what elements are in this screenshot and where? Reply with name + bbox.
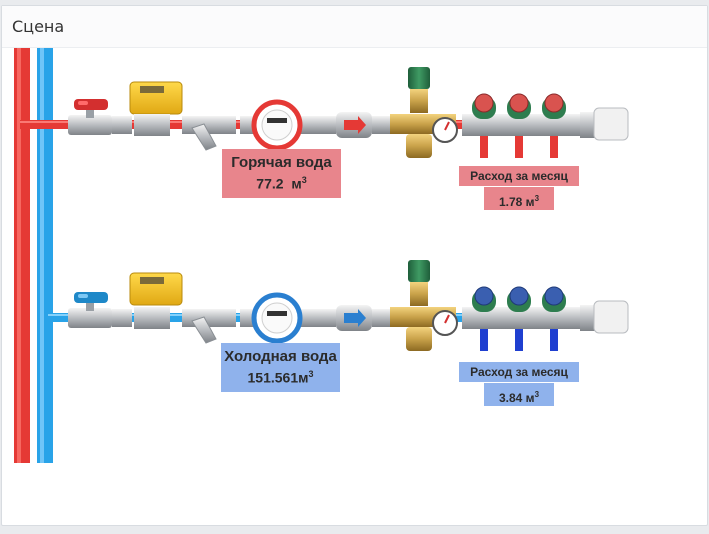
hot-water-reading: Горячая вода 77.2 м3: [222, 149, 341, 198]
hot-monthly-value: 1.78: [498, 195, 523, 209]
ball-valve-icon[interactable]: [68, 292, 112, 328]
ball-valve-icon[interactable]: [68, 99, 112, 135]
cold-monthly-label-box: Расход за месяц: [459, 362, 579, 382]
manifold-icon: [462, 93, 629, 158]
hot-water-value-row: 77.2 м3: [222, 175, 341, 192]
hot-water-unit-sup: 3: [301, 175, 307, 185]
cold-monthly-value-box: 3.84 м3: [484, 383, 554, 406]
actuator-icon[interactable]: [129, 81, 183, 136]
hot-water-name: Горячая вода: [231, 154, 332, 171]
cold-water-unit: м: [298, 369, 309, 386]
cold-water-value-row: 151.561м3: [221, 369, 340, 386]
cold-line: [48, 260, 629, 351]
panel-header: Сцена: [2, 6, 707, 48]
water-meter-icon: [240, 99, 314, 151]
cold-water-unit-sup: 3: [308, 369, 314, 379]
manifold-icon: [462, 286, 629, 351]
pressure-reducer-icon: [390, 260, 458, 351]
check-valve-icon: [314, 112, 390, 138]
hot-water-value: 77.2: [256, 175, 284, 192]
cold-riser-pipe: [37, 48, 53, 463]
strainer-filter-icon: [182, 116, 236, 151]
actuator-icon[interactable]: [129, 272, 183, 329]
hot-monthly-label: Расход за месяц: [470, 169, 568, 183]
hot-water-unit: м: [291, 175, 302, 192]
cold-monthly-label: Расход за месяц: [470, 365, 568, 379]
cold-monthly-unit-sup: 3: [534, 390, 540, 399]
hot-riser-pipe: [14, 48, 30, 463]
cold-water-name: Холодная вода: [224, 348, 337, 365]
cold-monthly-value: 3.84: [498, 391, 523, 405]
scene-panel: Сцена: [1, 5, 708, 526]
hot-monthly-unit: м: [525, 195, 535, 209]
cold-water-value: 151.561: [247, 369, 299, 386]
cold-water-reading: Холодная вода 151.561м3: [221, 343, 340, 392]
hot-monthly-value-box: 1.78 м3: [484, 187, 554, 210]
panel-title: Сцена: [12, 17, 65, 36]
water-meter-icon: [240, 292, 314, 344]
hot-monthly-label-box: Расход за месяц: [459, 166, 579, 186]
pressure-reducer-icon: [390, 67, 458, 158]
check-valve-icon: [314, 305, 390, 331]
cold-monthly-unit: м: [525, 391, 535, 405]
strainer-filter-icon: [182, 309, 236, 344]
hot-line: [20, 67, 629, 158]
hot-monthly-unit-sup: 3: [534, 194, 540, 203]
